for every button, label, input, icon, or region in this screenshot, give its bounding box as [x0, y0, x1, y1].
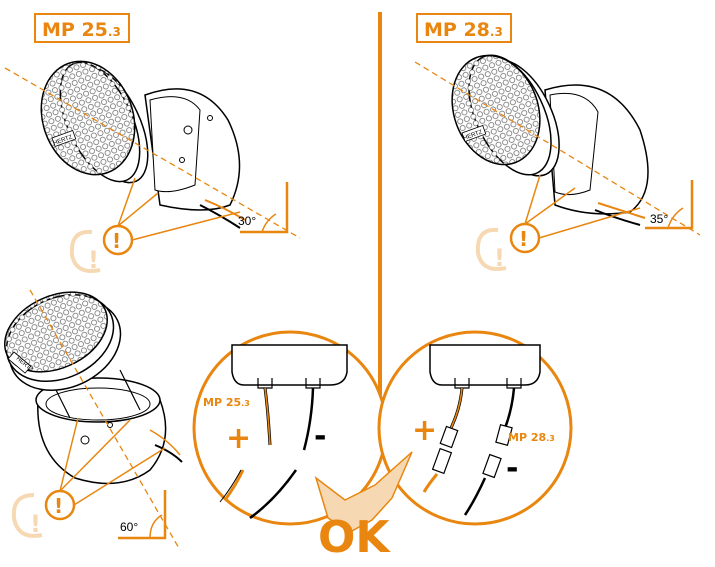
svg-text:MP 28.3: MP 28.3: [424, 19, 503, 41]
warning-icon-3: ! !: [11, 489, 76, 538]
plus-sign-left: +: [226, 421, 251, 456]
svg-text:!: !: [88, 246, 99, 274]
model-label-mp25: MP 25.3: [34, 13, 130, 43]
angle-label-60: 60°: [120, 520, 138, 534]
ok-text: OK: [318, 512, 391, 563]
svg-text:MP 25.3: MP 25.3: [42, 19, 121, 41]
detail-wiring-mp28: MP 28.3 + -: [377, 330, 573, 526]
svg-text:!: !: [30, 510, 41, 538]
axis-line-3: [29, 289, 181, 551]
axis-line-1: [4, 67, 301, 239]
warning-icon-2: ! !: [475, 222, 541, 272]
svg-text:!: !: [112, 229, 121, 253]
angle-label-30: 30°: [238, 214, 256, 228]
minus-sign-left: -: [314, 419, 326, 454]
angle-bracket-1: [240, 182, 289, 234]
angle-bracket-2: [645, 180, 694, 230]
tweeter-mp25-30deg: HERTZ: [40, 60, 246, 229]
svg-text:!: !: [519, 227, 528, 251]
tweeter-mp28-35deg: HERTZ: [451, 54, 649, 226]
detail-wiring-mp25: MP 25.3 + -: [192, 330, 388, 526]
svg-text:!: !: [54, 494, 63, 518]
angle-label-35: 35°: [650, 212, 668, 226]
ok-arrow: OK: [314, 451, 413, 563]
minus-sign-right: -: [506, 451, 518, 486]
model-label-mp28: MP 28.3: [416, 13, 512, 43]
plus-sign-right: +: [412, 413, 437, 448]
warning-icon-1: ! !: [69, 224, 134, 274]
angle-bracket-3: [118, 490, 167, 540]
svg-text:MP 28.3: MP 28.3: [508, 431, 555, 444]
svg-text:!: !: [494, 244, 505, 272]
tweeter-60deg: HERTZ: [3, 291, 183, 485]
axis-line-2: [414, 61, 701, 236]
svg-text:MP 25.3: MP 25.3: [203, 396, 250, 409]
